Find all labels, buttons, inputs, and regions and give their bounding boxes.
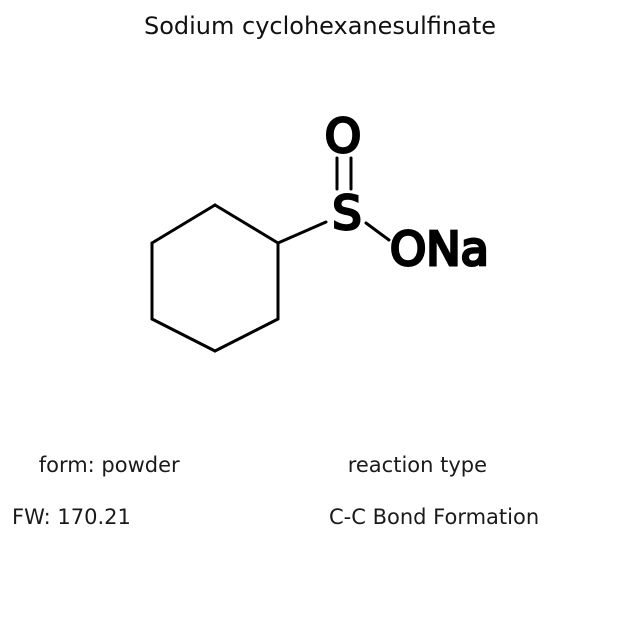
reaction-annotation: reaction type C-C Bond Formation bbox=[321, 426, 539, 582]
properties-annotation: form: powder FW: 170.21 bbox=[12, 426, 180, 582]
page-title: Sodium cyclohexanesulfinate bbox=[143, 12, 497, 40]
form-label: form: powder bbox=[38, 453, 180, 477]
formula-weight-label: FW: 170.21 bbox=[12, 505, 131, 529]
reaction-type-value: C-C Bond Formation bbox=[329, 505, 540, 529]
ring-bond-top-left bbox=[150, 203, 217, 245]
reaction-type-heading: reaction type bbox=[347, 453, 488, 477]
bond-sulfur-to-ona bbox=[364, 221, 391, 242]
ring-bond-top-right bbox=[213, 203, 280, 245]
atom-label-oxygen: O bbox=[325, 109, 361, 163]
atom-label-sulfur: S bbox=[332, 186, 361, 240]
bond-ring-to-sulfur bbox=[276, 220, 328, 245]
ring-bond-bottom-right bbox=[213, 317, 280, 353]
ring-bond-bottom-left bbox=[150, 317, 217, 353]
atom-label-ona: ONa bbox=[390, 222, 489, 276]
